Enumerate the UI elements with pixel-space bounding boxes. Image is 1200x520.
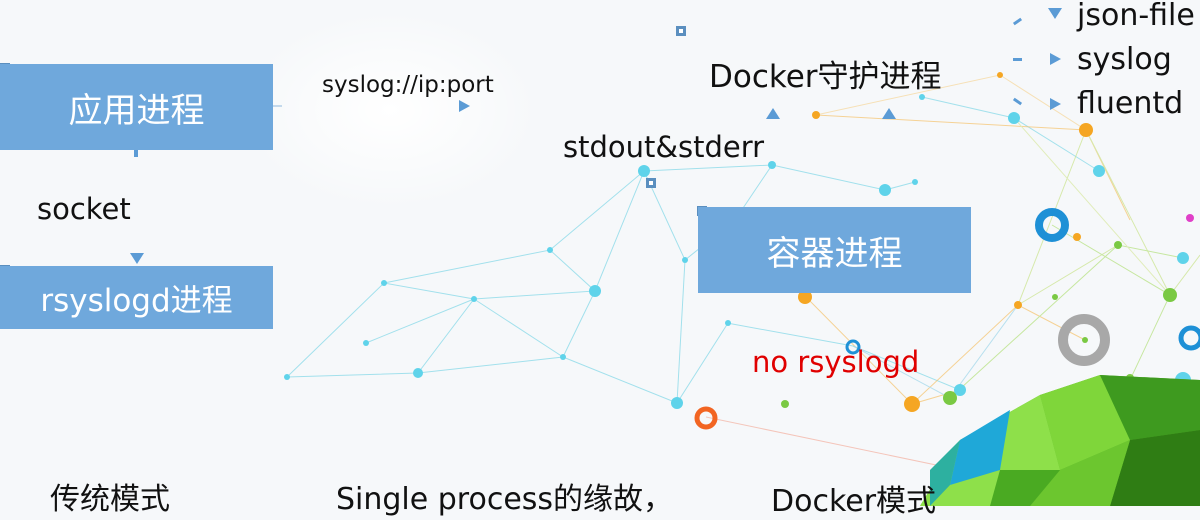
container-process-label: 容器进程: [766, 233, 903, 274]
traditional-mode-caption: 传统模式: [50, 482, 170, 517]
stdout-stderr-label: stdout&stderr: [563, 130, 765, 164]
log-driver-json-file: json-file: [1077, 0, 1195, 33]
box-anchor-marker: [646, 178, 656, 188]
box-anchor-marker: [676, 26, 686, 36]
docker-daemon-label: Docker守护进程: [709, 59, 942, 95]
single-process-caption: Single process的缘故，: [336, 482, 674, 517]
right-arrow-icon: [459, 100, 470, 112]
connector-tick: [134, 150, 138, 157]
log-driver-syslog: syslog: [1077, 42, 1172, 77]
socket-label: socket: [37, 192, 131, 226]
log-driver-fluentd: fluentd: [1077, 86, 1184, 121]
no-rsyslogd-label: no rsyslogd: [752, 345, 920, 379]
down-arrow-icon: [130, 253, 144, 264]
network-background: [240, 10, 1200, 506]
down-arrow-icon: [1048, 8, 1062, 19]
rsyslogd-process-box: rsyslogd进程: [0, 266, 273, 329]
right-arrow-icon: [1050, 53, 1061, 65]
syslog-address-label: syslog://ip:port: [322, 72, 494, 98]
bullet-dash-icon: [1013, 58, 1022, 61]
up-arrow-icon: [766, 108, 780, 119]
up-arrow-icon: [882, 108, 896, 119]
docker-mode-caption: Docker模式: [771, 484, 937, 519]
app-process-box: 应用进程: [0, 64, 273, 150]
app-process-label: 应用进程: [68, 90, 205, 131]
container-process-box: 容器进程: [698, 207, 971, 293]
right-arrow-icon: [1050, 98, 1061, 110]
rsyslogd-process-label: rsyslogd进程: [40, 283, 233, 319]
